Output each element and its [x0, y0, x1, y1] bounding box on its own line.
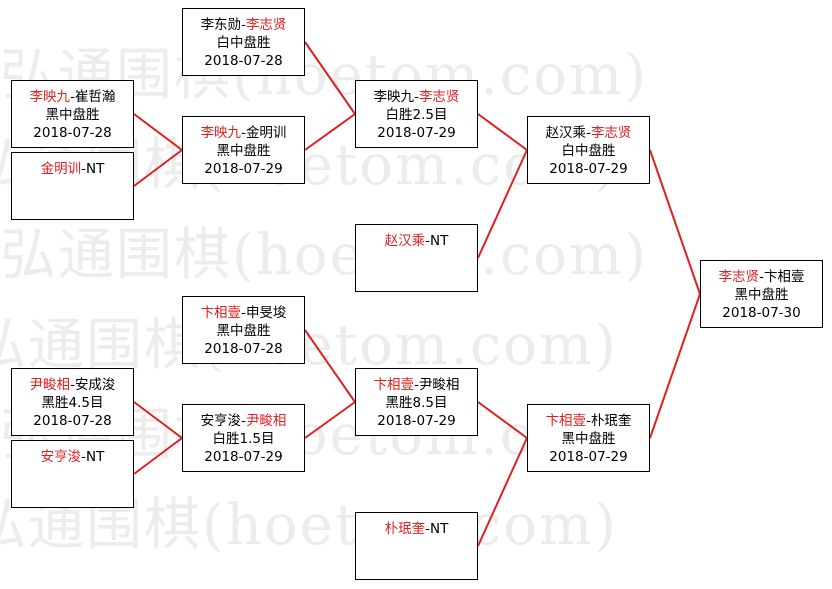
player-name: 尹畯相 [29, 377, 71, 393]
connector-line [304, 329, 356, 403]
connector-line [649, 149, 701, 295]
player-name: 尹畯相 [245, 413, 287, 429]
player-name: NT [430, 233, 449, 249]
match-players: 卞相壹-尹畯相 [373, 377, 460, 393]
match-players: 尹畯相-安成浚 [29, 377, 116, 393]
player-name: 李志贤 [718, 269, 760, 285]
match-box: 尹畯相-安成浚 黑胜4.5目 2018-07-28 [11, 368, 134, 436]
connector-line [304, 401, 356, 439]
match-box: 李映九-李志贤 白胜2.5目 2018-07-29 [355, 80, 478, 148]
connector-line [477, 401, 528, 439]
connector-line [304, 41, 356, 115]
connector-line [477, 113, 528, 151]
match-date: 2018-07-28 [204, 53, 283, 69]
player-name: NT [86, 449, 105, 465]
match-result: 白胜1.5目 [212, 431, 275, 447]
match-players: 李映九-崔哲瀚 [29, 89, 116, 105]
match-players: 朴珉奎-NT [384, 521, 449, 537]
player-name: 卞相壹 [763, 269, 805, 285]
match-date: 2018-07-29 [549, 449, 628, 465]
player-name: 李映九 [200, 125, 242, 141]
player-name: 金明训 [40, 161, 82, 177]
match-players: 卞相壹-申旻埈 [200, 305, 287, 321]
match-box: 金明训-NT [11, 152, 134, 220]
match-players: 赵汉乘-NT [384, 233, 449, 249]
match-players: 李东勋-李志贤 [200, 17, 287, 33]
match-players: 李映九-李志贤 [373, 89, 460, 105]
match-result: 黑中盘胜 [216, 143, 271, 159]
player-name: 李映九 [29, 89, 71, 105]
player-name: 朴珉奎 [384, 521, 426, 537]
match-result: 白胜2.5目 [385, 107, 448, 123]
player-name: 李东勋 [200, 17, 242, 33]
match-box: 朴珉奎-NT [355, 512, 478, 580]
player-name: 李志贤 [590, 125, 632, 141]
match-date: 2018-07-28 [33, 413, 112, 429]
match-players: 李映九-金明训 [200, 125, 287, 141]
match-date: 2018-07-29 [377, 413, 456, 429]
match-box: 卞相壹-朴珉奎 黑中盘胜 2018-07-29 [527, 404, 650, 472]
player-name: 赵汉乘 [384, 233, 426, 249]
match-result: 黑中盘胜 [561, 431, 616, 447]
player-name: 朴珉奎 [590, 413, 632, 429]
match-players: 安亨浚-NT [40, 449, 105, 465]
player-name: 赵汉乘 [545, 125, 587, 141]
player-name: 李映九 [373, 89, 415, 105]
match-result: 白中盘胜 [561, 143, 616, 159]
player-name: 李志贤 [418, 89, 460, 105]
match-box: 卞相壹-申旻埈 黑中盘胜 2018-07-28 [182, 296, 305, 364]
match-players: 卞相壹-朴珉奎 [545, 413, 632, 429]
player-name: 崔哲瀚 [74, 89, 116, 105]
match-date: 2018-07-29 [204, 161, 283, 177]
match-box: 安亨浚-NT [11, 440, 134, 508]
player-name: 申旻埈 [245, 305, 287, 321]
connector-line [649, 293, 701, 439]
match-date: 2018-07-28 [33, 125, 112, 141]
match-result: 黑中盘胜 [216, 323, 271, 339]
player-name: NT [430, 521, 449, 537]
match-result: 白中盘胜 [216, 35, 271, 51]
connector-line [304, 113, 356, 151]
connector-line [133, 401, 183, 439]
player-name: 金明训 [245, 125, 287, 141]
match-result: 黑胜4.5目 [41, 395, 104, 411]
player-name: 卞相壹 [545, 413, 587, 429]
match-players: 赵汉乘-李志贤 [545, 125, 632, 141]
match-box: 赵汉乘-NT [355, 224, 478, 292]
match-result: 黑中盘胜 [734, 287, 789, 303]
player-name: 安成浚 [74, 377, 116, 393]
match-result: 黑胜8.5目 [385, 395, 448, 411]
player-name: 安亨浚 [200, 413, 242, 429]
match-date: 2018-07-29 [204, 449, 283, 465]
player-name: 卞相壹 [200, 305, 242, 321]
connector-line [133, 437, 183, 475]
player-name: 尹畯相 [418, 377, 460, 393]
match-date: 2018-07-29 [549, 161, 628, 177]
match-players: 李志贤-卞相壹 [718, 269, 805, 285]
player-name: 安亨浚 [40, 449, 82, 465]
match-date: 2018-07-28 [204, 341, 283, 357]
match-result: 黑中盘胜 [45, 107, 100, 123]
match-players: 金明训-NT [40, 161, 105, 177]
player-name: NT [86, 161, 105, 177]
connector-line [477, 149, 528, 259]
match-box: 赵汉乘-李志贤 白中盘胜 2018-07-29 [527, 116, 650, 184]
match-box: 李映九-金明训 黑中盘胜 2018-07-29 [182, 116, 305, 184]
connector-line [477, 437, 528, 547]
connector-line [133, 113, 183, 151]
match-date: 2018-07-30 [722, 305, 801, 321]
player-name: 卞相壹 [373, 377, 415, 393]
match-box: 李映九-崔哲瀚 黑中盘胜 2018-07-28 [11, 80, 134, 148]
player-name: 李志贤 [245, 17, 287, 33]
match-box: 李志贤-卞相壹 黑中盘胜 2018-07-30 [700, 260, 823, 328]
match-box: 卞相壹-尹畯相 黑胜8.5目 2018-07-29 [355, 368, 478, 436]
match-box: 李东勋-李志贤 白中盘胜 2018-07-28 [182, 8, 305, 76]
match-box: 安亨浚-尹畯相 白胜1.5目 2018-07-29 [182, 404, 305, 472]
connector-line [133, 149, 183, 187]
match-players: 安亨浚-尹畯相 [200, 413, 287, 429]
match-date: 2018-07-29 [377, 125, 456, 141]
